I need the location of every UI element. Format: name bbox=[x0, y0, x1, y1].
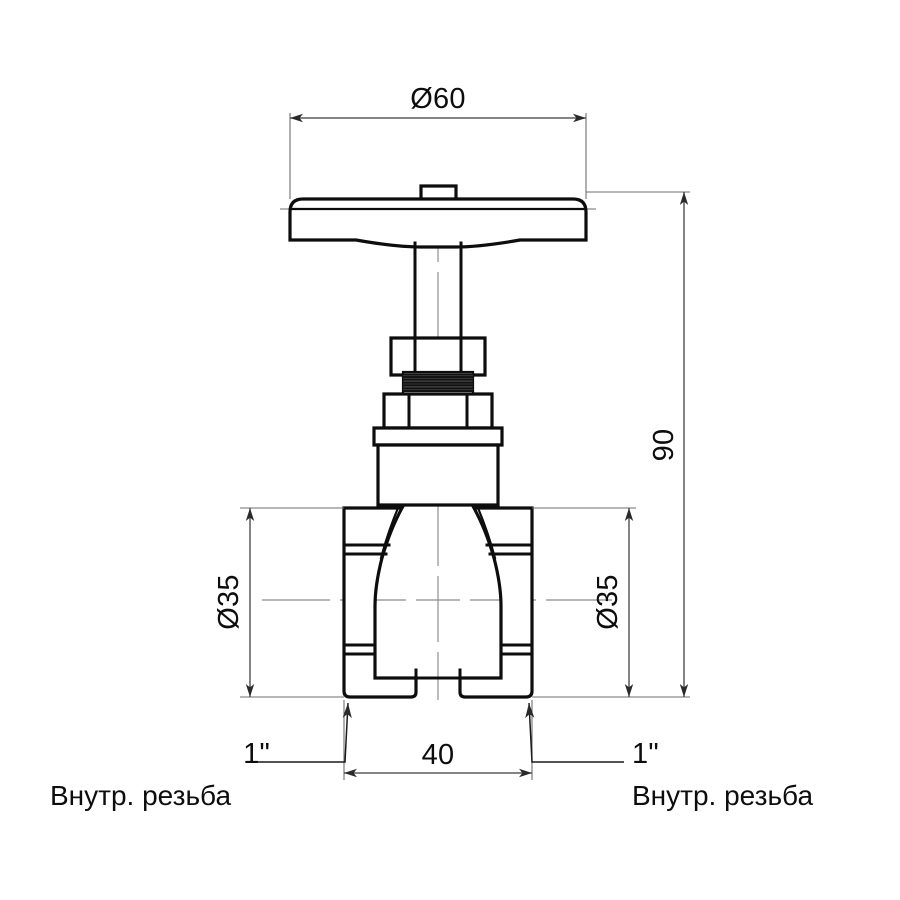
thread-note-left: Внутр. резьба bbox=[50, 780, 231, 811]
dimension-label-d60: Ø60 bbox=[410, 83, 465, 115]
threaded-stem-section bbox=[401, 370, 475, 396]
dimension-label-w40: 40 bbox=[422, 739, 455, 771]
body-right-inner-taper bbox=[476, 506, 497, 560]
thread-note-right: Внутр. резьба bbox=[632, 780, 813, 811]
dimension-overall-height: 90 bbox=[537, 191, 690, 698]
dimension-label-d35-right: Ø35 bbox=[592, 574, 624, 629]
dimension-label-d35-left: Ø35 bbox=[213, 574, 245, 629]
lower-nut-body bbox=[382, 392, 494, 430]
leader-line-left bbox=[250, 702, 352, 763]
leader-line-right bbox=[525, 702, 624, 763]
dimension-body-width: 40 bbox=[343, 700, 533, 780]
handwheel-rim bbox=[288, 197, 588, 249]
handwheel bbox=[288, 184, 588, 249]
dimension-handwheel-diameter: Ø60 bbox=[289, 83, 587, 199]
dimension-label-h90: 90 bbox=[648, 429, 680, 462]
valve-body bbox=[342, 506, 534, 699]
bonnet-body bbox=[376, 443, 500, 507]
callout-label-right: 1" bbox=[632, 738, 659, 770]
thread-hatching bbox=[403, 373, 473, 392]
body-left-inner-taper bbox=[379, 506, 400, 560]
callout-label-left: 1" bbox=[243, 738, 270, 770]
valve-stem bbox=[413, 241, 463, 338]
bonnet bbox=[372, 426, 504, 507]
body-left-shell bbox=[342, 506, 418, 699]
dimension-port-diameter-right: Ø35 bbox=[532, 507, 636, 698]
bonnet-flange bbox=[372, 426, 504, 447]
lower-hex-nut bbox=[382, 392, 494, 430]
upper-hex-nut bbox=[389, 336, 487, 377]
callout-thread-right: 1" bbox=[525, 702, 659, 770]
upper-nut-body bbox=[389, 336, 487, 377]
callout-thread-left: 1" bbox=[243, 702, 352, 770]
dimension-port-diameter-left: Ø35 bbox=[213, 507, 344, 698]
body-right-shell bbox=[458, 506, 534, 699]
